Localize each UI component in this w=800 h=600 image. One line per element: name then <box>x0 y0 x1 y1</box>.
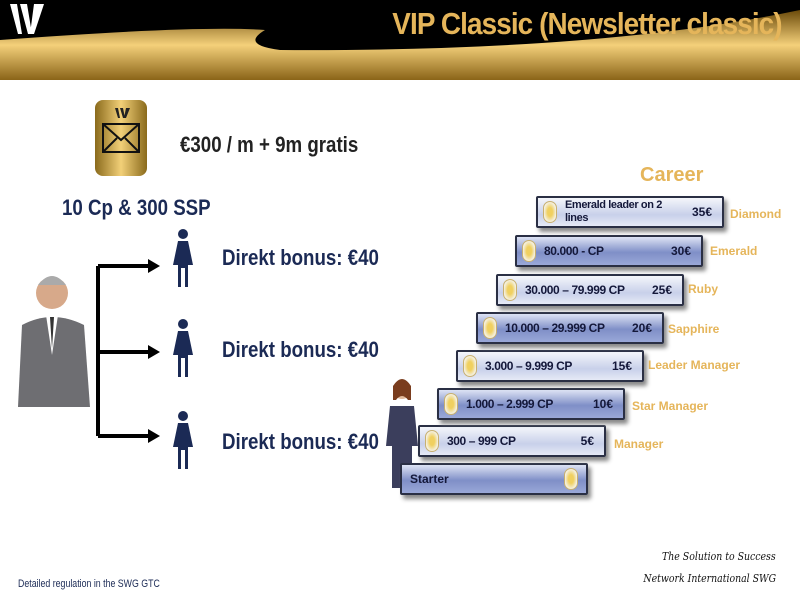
points-text: 10 Cp & 300 SSP <box>62 195 211 220</box>
page-title: VIP Classic (Newsletter classic) <box>392 6 783 41</box>
gold-wave <box>0 10 800 80</box>
step-label: Starter <box>410 472 449 486</box>
medal-icon <box>425 430 439 452</box>
rank-label: Sapphire <box>668 322 720 336</box>
step-amount: 35€ <box>691 205 712 219</box>
step-requirement: 30.000 – 79.999 CP <box>525 283 625 297</box>
rank-label: Star Manager <box>632 399 709 413</box>
rank-label: Manager <box>614 437 664 451</box>
slogan-line: Network International SWG <box>643 572 776 585</box>
step-amount: 15€ <box>611 359 632 373</box>
career-step: 30.000 – 79.999 CP 25€ <box>496 274 684 306</box>
rank-label: Ruby <box>688 282 718 296</box>
direct-bonus-text: Direkt bonus: €40 <box>222 245 379 270</box>
woman-icon <box>173 319 193 377</box>
career-step: Emerald leader on 2 lines 35€ <box>536 196 724 228</box>
medal-icon <box>444 393 458 415</box>
step-amount: 10€ <box>592 397 613 411</box>
rank-label: Emerald <box>710 244 758 258</box>
career-step: 1.000 – 2.999 CP 10€ <box>437 388 625 420</box>
direct-bonus-text: Direkt bonus: €40 <box>222 429 379 454</box>
career-step: 300 – 999 CP 5€ <box>418 425 606 457</box>
newsletter-envelope-icon <box>95 100 147 176</box>
price-text: €300 / m + 9m gratis <box>180 132 359 157</box>
woman-icon <box>173 411 193 469</box>
medal-icon <box>463 355 477 377</box>
medal-icon <box>543 201 557 223</box>
step-requirement: 3.000 – 9.999 CP <box>485 359 573 373</box>
medal-icon <box>483 317 497 339</box>
step-requirement: 80.000 - CP <box>544 244 604 258</box>
slogan-line: The Solution to Success <box>662 550 776 563</box>
step-requirement: 1.000 – 2.999 CP <box>466 397 554 411</box>
step-requirement: Emerald leader on 2 lines <box>565 199 662 224</box>
woman-icon <box>173 229 193 287</box>
step-amount: 25€ <box>651 283 672 297</box>
medal-icon <box>503 279 517 301</box>
rank-label: Diamond <box>730 207 782 221</box>
direct-bonus-text: Direkt bonus: €40 <box>222 337 379 362</box>
logo-icon <box>10 4 44 34</box>
rank-label: Leader Manager <box>648 358 741 372</box>
step-requirement: 300 – 999 CP <box>447 434 516 448</box>
career-title: Career <box>640 164 704 186</box>
career-step: 10.000 – 29.999 CP 20€ <box>476 312 664 344</box>
career-step-starter: Starter <box>400 463 588 495</box>
medal-icon <box>564 468 578 490</box>
regulation-note: Detailed regulation in the SWG GTC <box>18 578 160 590</box>
header-banner: VIP Classic (Newsletter classic) <box>0 0 800 80</box>
businessman-photo <box>18 276 90 407</box>
step-amount: 20€ <box>631 321 652 335</box>
step-amount: 5€ <box>580 434 594 448</box>
medal-icon <box>522 240 536 262</box>
step-requirement: 10.000 – 29.999 CP <box>505 321 605 335</box>
career-step: 3.000 – 9.999 CP 15€ <box>456 350 644 382</box>
bonus-arrows <box>96 259 160 443</box>
step-amount: 30€ <box>670 244 691 258</box>
career-step: 80.000 - CP 30€ <box>515 235 703 267</box>
